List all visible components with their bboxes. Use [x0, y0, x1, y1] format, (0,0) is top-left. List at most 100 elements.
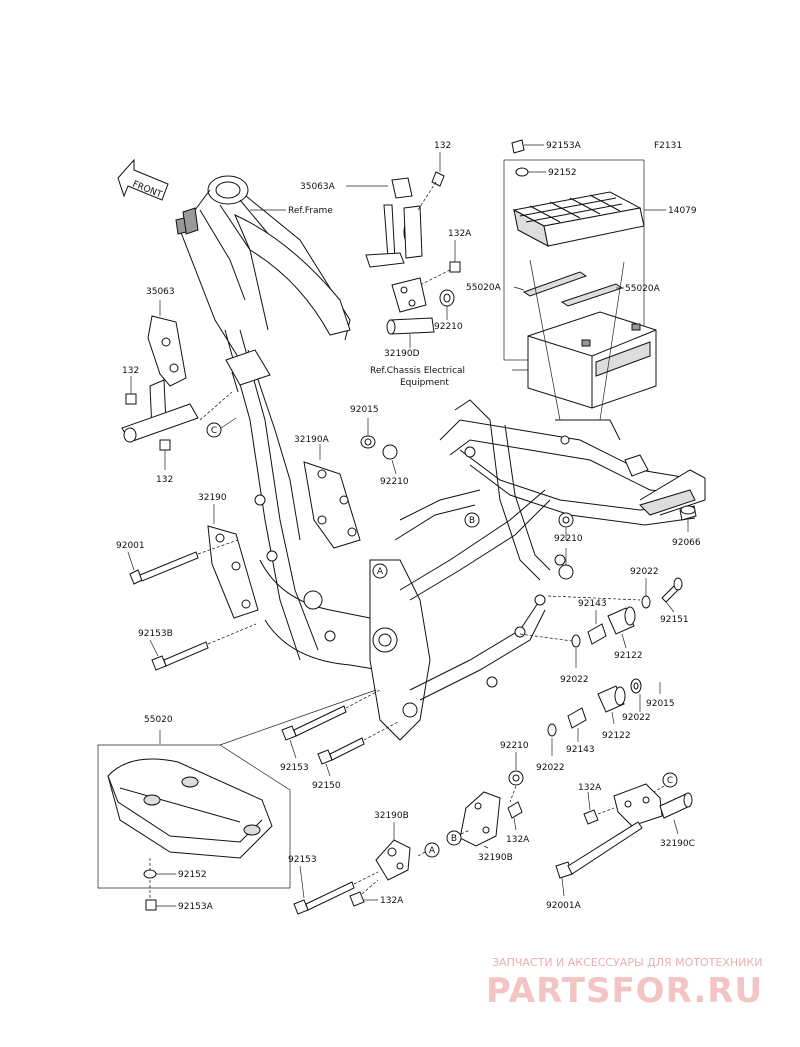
label-92151: 92151: [660, 615, 689, 625]
label-92015-right: 92015: [646, 699, 675, 709]
bolt-92150: 92150: [312, 721, 399, 791]
bolt-132A-top: 132A: [419, 229, 472, 286]
callout-b-frame: B: [464, 512, 480, 528]
bolt-92001: 92001: [116, 539, 239, 585]
label-92153-mid: 92153: [280, 763, 309, 773]
label-55020A-right: 55020A: [625, 284, 661, 294]
ref-frame-label: Ref.Frame: [288, 206, 333, 216]
label-92001A: 92001A: [546, 901, 582, 911]
plate-32190D: 32190D: [384, 277, 435, 359]
skid-plate-55020: 55020: [97, 689, 377, 889]
label-132A-top: 132A: [448, 229, 472, 239]
bolt-132-top: 132: [417, 141, 451, 211]
label-92150: 92150: [312, 781, 341, 791]
callout-c-lower-text: C: [667, 776, 673, 786]
label-92210-top: 92210: [434, 322, 463, 332]
frame-drawing: [175, 175, 706, 741]
label-92210-lower: 92210: [500, 741, 529, 751]
label-92022-a: 92022: [630, 567, 659, 577]
label-132A-far-right: 132A: [578, 783, 602, 793]
bracket-32190B-lower: 32190B: [374, 811, 411, 881]
bolt-132A-lower-left: 132A: [349, 879, 404, 907]
bracket-32190B-upper: 32190B: [459, 791, 513, 863]
label-92122-b: 92122: [602, 731, 631, 741]
label-92015-top: 92015: [350, 405, 379, 415]
label-92153A-top: 92153A: [546, 141, 582, 151]
label-132A-lower-right: 132A: [506, 835, 530, 845]
label-55020A-left: 55020A: [466, 283, 502, 293]
label-92152-top: 92152: [548, 168, 577, 178]
label-32190B-upper: 32190B: [478, 853, 513, 863]
label-32190B-lower: 32190B: [374, 811, 409, 821]
watermark: ЗАПЧАСТИ И АКСЕССУАРЫ ДЛЯ МОТОТЕХНИКИ PA…: [486, 956, 762, 1011]
callout-a-lower: A: [417, 842, 440, 858]
bolt-92151: 92151: [660, 577, 689, 625]
plate-32190A: 32190A: [294, 435, 361, 549]
label-132A-lower-left: 132A: [380, 896, 404, 906]
ref-chassis-line1: Ref.Chassis Electrical: [370, 366, 465, 376]
collar-92015-right: 92015: [630, 678, 675, 709]
nut-92210-right: 92210: [554, 512, 583, 580]
label-92143-b: 92143: [566, 745, 595, 755]
label-32190C: 32190C: [660, 839, 695, 849]
label-32190: 32190: [198, 493, 227, 503]
label-55020: 55020: [144, 715, 173, 725]
bracket-35063A: 35063A: [300, 177, 423, 268]
label-92210-mid-left: 92210: [380, 477, 409, 487]
nut-92210-mid-left: 92210: [380, 444, 409, 487]
bolt-132-left-b: 132: [156, 439, 173, 485]
bolt-92153-lower: 92153: [288, 855, 379, 915]
battery-case-14079: 14079: [503, 159, 697, 361]
callout-c-upper: C: [206, 417, 237, 438]
nut-92210-lower: 92210: [500, 741, 529, 803]
callout-c-upper-text: C: [211, 426, 217, 436]
washer-92022-d: 92022: [536, 723, 565, 773]
bolt-132A-lower-right: 132A: [506, 801, 530, 845]
pads-55020A: 55020A 55020A: [466, 271, 661, 307]
label-92001: 92001: [116, 541, 145, 551]
grommet-92152-bottom: 92152: [143, 858, 207, 880]
label-92122-a: 92122: [614, 651, 643, 661]
callout-a-frame-text: A: [377, 567, 384, 577]
front-arrow-icon: FRONT: [117, 158, 169, 201]
bolt-92153-mid: 92153: [280, 689, 381, 773]
bolt-132-left-a: 132: [122, 366, 139, 405]
label-92143-a: 92143: [578, 599, 607, 609]
callout-b-lower: B: [446, 829, 471, 846]
callout-a-frame: A: [372, 563, 388, 579]
bush-92122-b: 92122: [597, 685, 631, 741]
collar-92143-a: 92143: [578, 599, 607, 645]
label-32190A: 32190A: [294, 435, 330, 445]
bush-92122-a: 92122: [607, 606, 643, 661]
label-92153A-bottom: 92153A: [178, 902, 214, 912]
grommet-92152-top: 92152: [515, 167, 577, 178]
collar-92143-b: 92143: [566, 707, 595, 755]
battery: [527, 311, 657, 409]
label-132-left-a: 132: [122, 366, 139, 376]
label-14079: 14079: [668, 206, 697, 216]
bolt-92001A: 92001A: [546, 821, 643, 911]
nut-92210-top: 92210: [434, 289, 463, 332]
callout-a-lower-text: A: [429, 846, 436, 856]
ref-chassis-line2: Equipment: [400, 378, 449, 388]
callout-b-lower-text: B: [451, 834, 457, 844]
label-132-top: 132: [434, 141, 451, 151]
label-132-left-b: 132: [156, 475, 173, 485]
plate-32190: 32190: [198, 493, 259, 619]
bolt-132A-far-right: 132A: [578, 783, 615, 825]
bracket-35063: 35063: [121, 287, 199, 443]
label-32190D: 32190D: [384, 349, 420, 359]
label-92066: 92066: [672, 538, 701, 548]
collar-92015-top: 92015: [350, 405, 379, 449]
bolt-92153A-bottom: 92153A: [145, 880, 214, 912]
diagram-code: F2131: [654, 141, 682, 151]
callout-c-lower: C: [653, 772, 678, 793]
bolt-92153B: 92153B: [138, 623, 257, 671]
watermark-line1: ЗАПЧАСТИ И АКСЕССУАРЫ ДЛЯ МОТОТЕХНИКИ: [492, 956, 762, 969]
callout-b-frame-text: B: [469, 516, 475, 526]
label-92152-bottom: 92152: [178, 870, 207, 880]
washer-92022-c: 92022: [622, 694, 651, 723]
label-92153B: 92153B: [138, 629, 173, 639]
